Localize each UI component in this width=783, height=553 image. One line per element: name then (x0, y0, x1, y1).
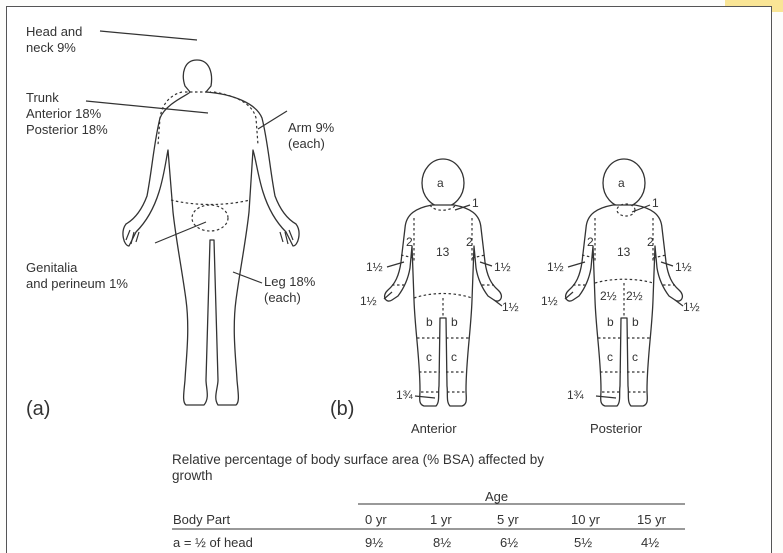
anterior-thigh-right-label: b (451, 315, 458, 329)
anterior-upper-arm-right-label: 2 (466, 235, 473, 249)
posterior-buttock-right-label: 2½ (626, 289, 643, 303)
posterior-trunk-label: 13 (617, 245, 630, 259)
panel-label-a: (a) (26, 398, 50, 421)
caption-posterior: Posterior (590, 421, 642, 437)
label-trunk: Trunk Anterior 18% Posterior 18% (26, 90, 108, 138)
anterior-lower-leg-left-label: c (426, 350, 432, 364)
table-col-header: 5 yr (497, 512, 519, 527)
table-col-header: 15 yr (637, 512, 666, 527)
anterior-thigh-left-label: b (426, 315, 433, 329)
table-cell: 8½ (433, 535, 451, 550)
anterior-trunk-label: 13 (436, 245, 449, 259)
anterior-forearm-left-label: 1½ (366, 260, 383, 274)
table-group-header: Age (485, 489, 508, 504)
anterior-foot-label: 1¾ (396, 388, 413, 402)
posterior-neck-label: 1 (652, 196, 659, 210)
posterior-foot-label: 1¾ (567, 388, 584, 402)
child-anterior-figure (384, 159, 502, 406)
posterior-upper-arm-left-label: 2 (587, 235, 594, 249)
posterior-lower-leg-right-label: c (632, 350, 638, 364)
table-cell: 9½ (365, 535, 383, 550)
label-head-neck: Head and neck 9% (26, 24, 82, 56)
anterior-head-label: a (437, 176, 444, 190)
anterior-hand-right-label: 1½ (502, 300, 519, 314)
posterior-upper-arm-right-label: 2 (647, 235, 654, 249)
anterior-forearm-right-label: 1½ (494, 260, 511, 274)
label-leg: Leg 18% (each) (264, 274, 315, 306)
posterior-forearm-right-label: 1½ (675, 260, 692, 274)
table-cell: 6½ (500, 535, 518, 550)
table-col-header: 1 yr (430, 512, 452, 527)
caption-anterior: Anterior (411, 421, 457, 437)
table-cell: 5½ (574, 535, 592, 550)
posterior-forearm-left-label: 1½ (547, 260, 564, 274)
table-cell: 4½ (641, 535, 659, 550)
label-genitalia: Genitalia and perineum 1% (26, 260, 128, 292)
anterior-upper-arm-left-label: 2 (406, 235, 413, 249)
label-arm: Arm 9% (each) (288, 120, 334, 152)
table-row-header: Body Part (173, 512, 230, 527)
table-col-header: 10 yr (571, 512, 600, 527)
anterior-neck-label: 1 (472, 196, 479, 210)
posterior-thigh-left-label: b (607, 315, 614, 329)
table-caption: Relative percentage of body surface area… (172, 452, 544, 484)
posterior-hand-left-label: 1½ (541, 294, 558, 308)
adult-body-outline (123, 60, 299, 405)
posterior-hand-right-label: 1½ (683, 300, 700, 314)
anterior-lower-leg-right-label: c (451, 350, 457, 364)
table-col-header: 0 yr (365, 512, 387, 527)
posterior-thigh-right-label: b (632, 315, 639, 329)
posterior-buttock-left-label: 2½ (600, 289, 617, 303)
posterior-head-label: a (618, 176, 625, 190)
panel-label-b: (b) (330, 398, 354, 421)
table-row-label: a = ½ of head (173, 535, 253, 550)
posterior-lower-leg-left-label: c (607, 350, 613, 364)
child-posterior-figure (565, 159, 683, 406)
anterior-hand-left-label: 1½ (360, 294, 377, 308)
adult-figure (86, 31, 299, 405)
